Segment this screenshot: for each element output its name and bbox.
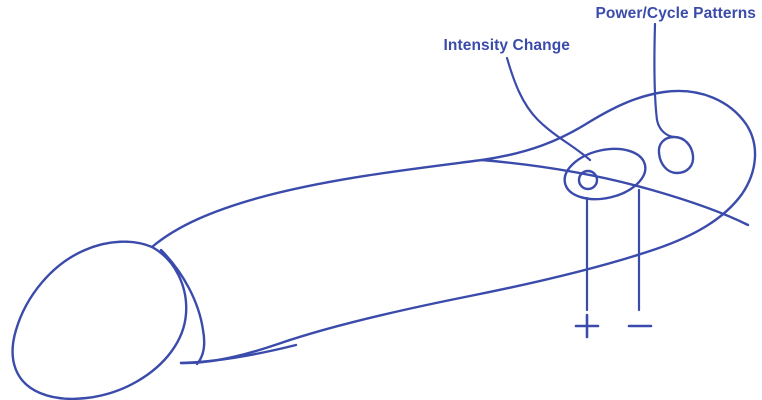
callout-label-power-cycle-patterns: Power/Cycle Patterns: [595, 5, 756, 22]
head-outline: [11, 240, 188, 400]
leader-power-cycle: [653, 22, 676, 139]
power-button[interactable]: [657, 135, 695, 175]
intensity-control-oval[interactable]: [560, 141, 651, 206]
intensity-indicator-dot: [577, 169, 599, 191]
callout-label-intensity-change: Intensity Change: [444, 37, 571, 54]
leader-lines-group: [505, 22, 676, 162]
head-ridge-arc: [159, 248, 206, 366]
controls-group: [560, 135, 695, 206]
body-underside-contour: [179, 343, 298, 365]
callout-labels-group: Power/Cycle Patterns Intensity Change: [444, 5, 756, 54]
leader-intensity-change: [505, 56, 592, 162]
shaft-outline: [150, 89, 757, 365]
intensity-legend-group: [574, 188, 653, 339]
plus-icon: [574, 313, 600, 339]
body-top-contour: [480, 158, 750, 227]
device-outline-group: [11, 89, 757, 400]
